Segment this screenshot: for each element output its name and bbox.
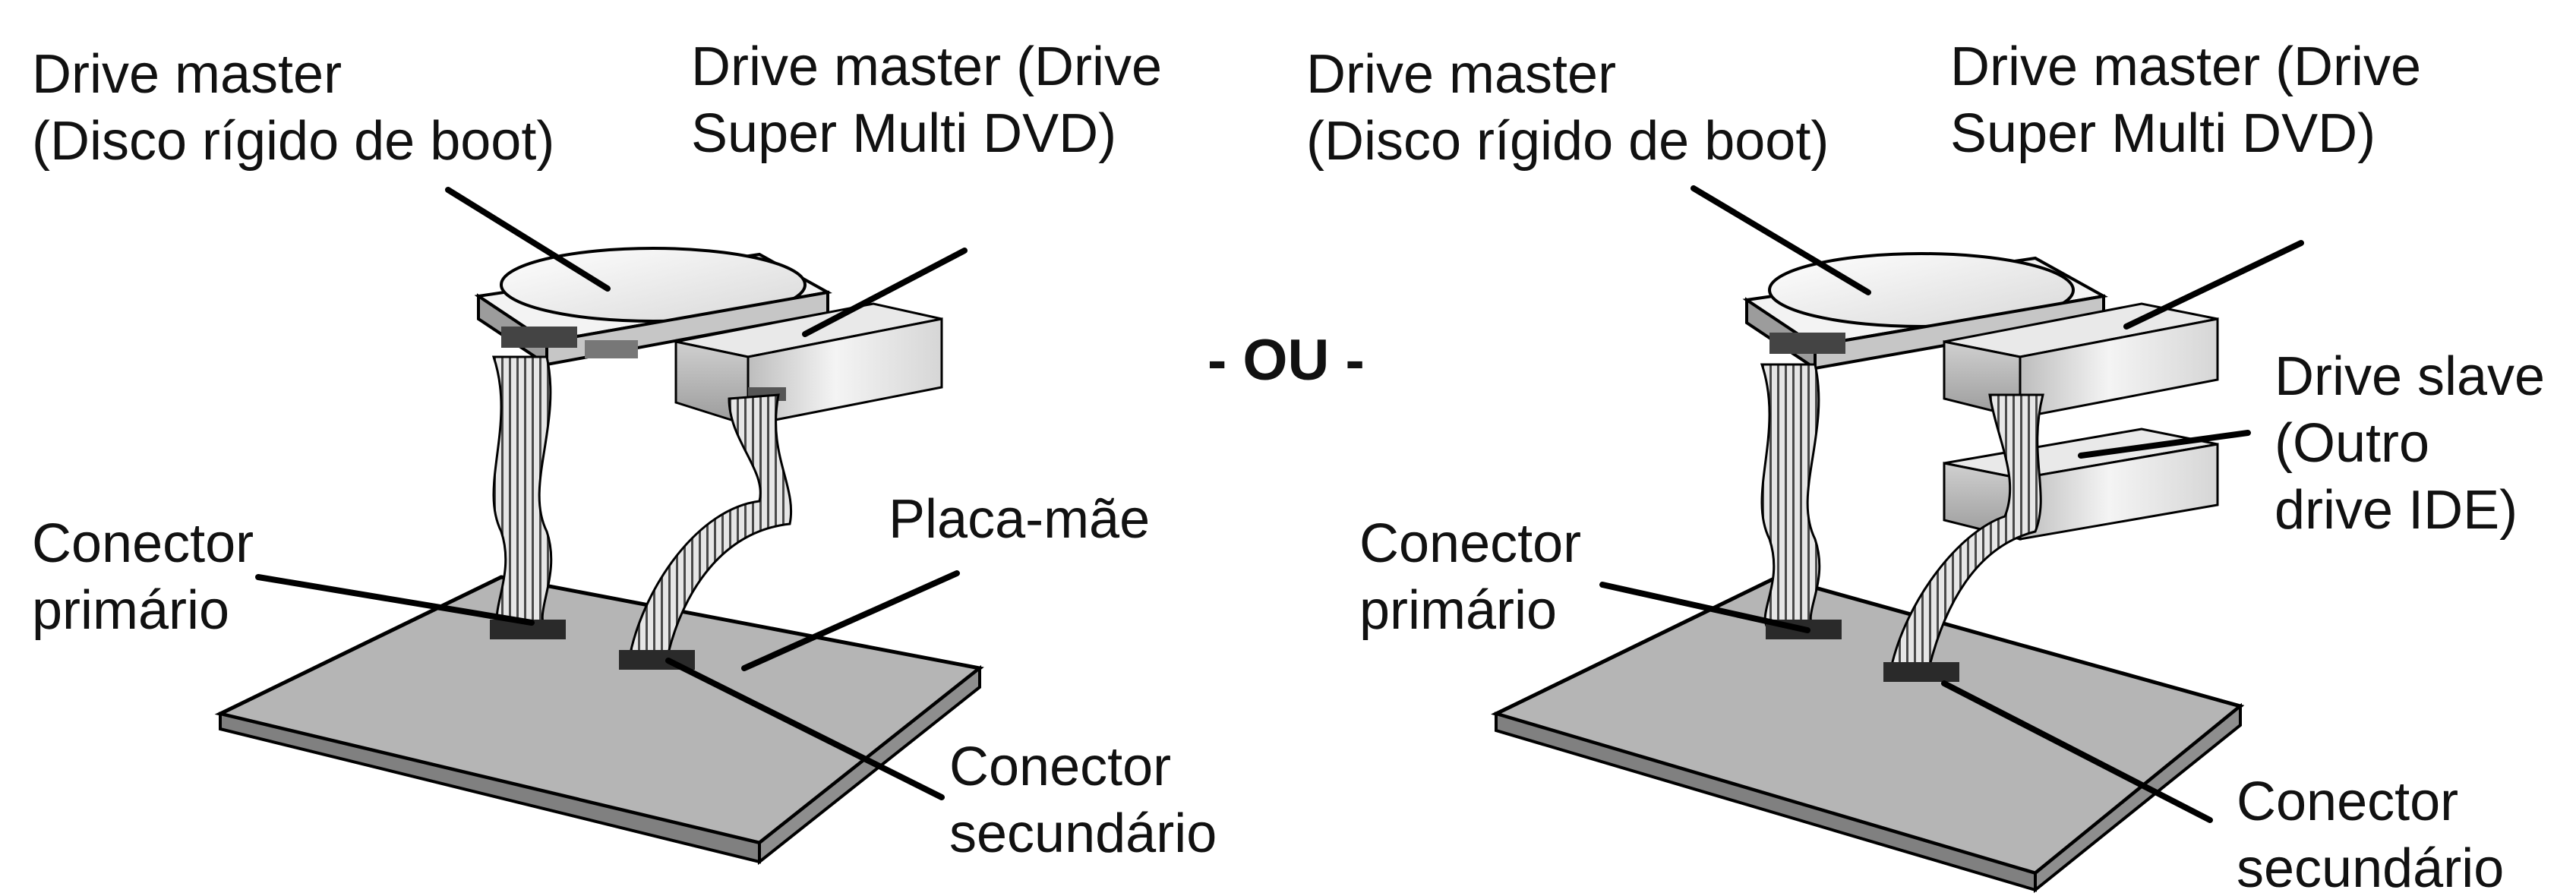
label-motherboard-left: Placa-mãe (889, 489, 1150, 550)
label-primary-right: Conector primário (1359, 513, 1596, 641)
label-slave-right: Drive slave (Outro drive IDE) (2275, 346, 2560, 541)
label-hdd-right: Drive master (Disco rígido de boot) (1306, 44, 1829, 172)
label-dvd-left: Drive master (Drive Super Multi DVD) (691, 36, 1177, 164)
separator-or: - OU - (1208, 328, 1365, 393)
leader-lines-right (1599, 185, 2304, 823)
label-secondary-left: Conector secundário (949, 737, 1217, 864)
right-diagram: Drive master (Disco rígido de boot) Driv… (1306, 36, 2560, 896)
motherboard-left (214, 575, 984, 866)
secondary-cable-left (629, 393, 793, 655)
leader-lines-left (255, 187, 968, 800)
motherboard-right (1491, 575, 2245, 894)
label-dvd-right: Drive master (Drive Super Multi DVD) (1950, 36, 2436, 164)
left-diagram: Drive master (Disco rígido de boot) Driv… (32, 36, 1217, 866)
primary-cable-right (1760, 363, 1821, 632)
label-secondary-right: Conector secundário (2237, 771, 2504, 896)
label-primary-left: Conector primário (32, 513, 269, 641)
hdd-right (1742, 252, 2108, 371)
secondary-cable-right (1889, 393, 2044, 670)
primary-cable-left (491, 355, 553, 632)
label-hdd-left: Drive master (Disco rígido de boot) (32, 44, 554, 172)
secondary-connector-right (1883, 662, 1959, 682)
